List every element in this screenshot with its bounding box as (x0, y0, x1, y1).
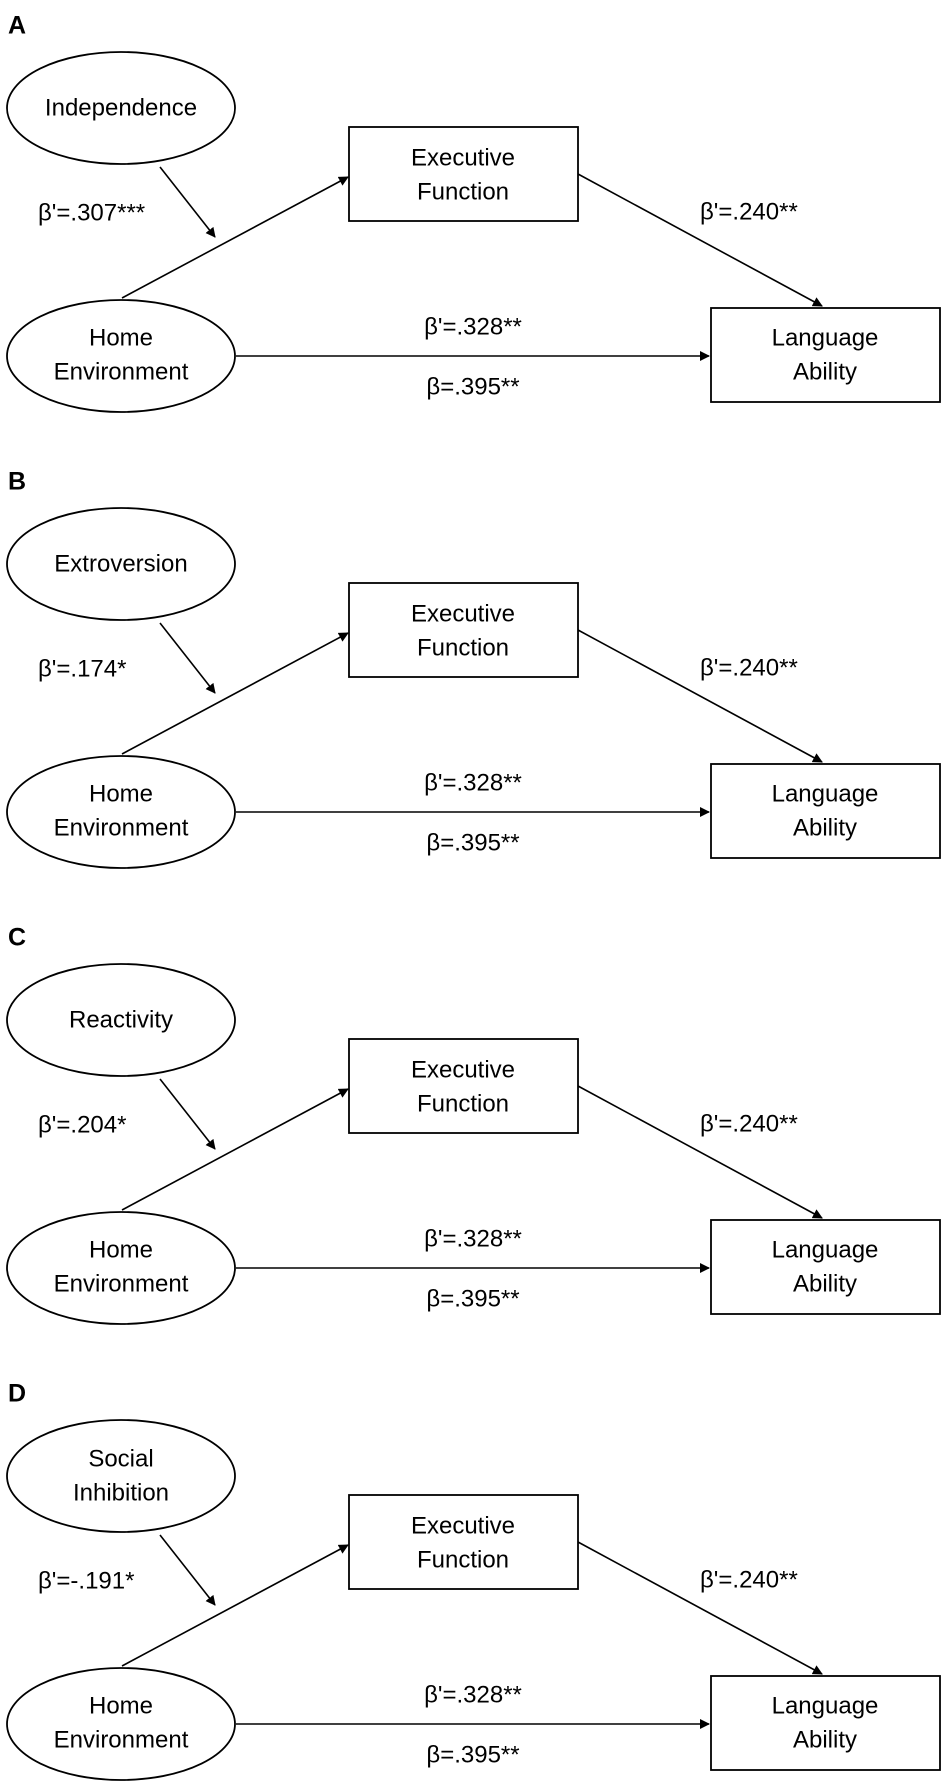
executive-function-label-line-2: Function (417, 1546, 509, 1573)
coef-direct-prime: β'=.328** (424, 313, 522, 340)
moderator-label-line-1: Independence (45, 94, 197, 121)
language-ability-label-line-1: Language (772, 1236, 879, 1263)
home-environment-label-line-2: Environment (54, 358, 189, 385)
home-to-ef-arrow (121, 1544, 349, 1667)
panel-letter: A (8, 12, 26, 40)
executive-function-label-line-2: Function (417, 634, 509, 661)
moderator-label-line-1: Reactivity (69, 1006, 173, 1033)
coef-direct-prime: β'=.328** (424, 1225, 522, 1252)
coef-direct: β=.395** (426, 1285, 519, 1312)
home-to-ef-arrow (121, 176, 349, 299)
home-to-ef-arrow (121, 632, 349, 755)
coef-moderation: β'=.307*** (38, 199, 145, 226)
executive-function-label-line-1: Executive (411, 1512, 515, 1539)
home-environment-ellipse (6, 1667, 236, 1781)
coef-moderation: β'=.174* (38, 655, 126, 682)
panel-a: A IndependenceExecutiveFunctionHomeEnviro… (6, 12, 941, 413)
moderator-label-line-1: Social (88, 1445, 153, 1472)
coef-ef-to-language: β'=.240** (700, 1566, 798, 1593)
coef-direct: β=.395** (426, 829, 519, 856)
executive-function-box (348, 126, 579, 222)
home-environment-label-line-2: Environment (54, 1270, 189, 1297)
home-environment-ellipse (6, 755, 236, 869)
language-ability-box (710, 307, 941, 403)
coef-ef-to-language: β'=.240** (700, 1110, 798, 1137)
language-ability-label-line-1: Language (772, 324, 879, 351)
coef-direct: β=.395** (426, 373, 519, 400)
coef-direct: β=.395** (426, 1741, 519, 1768)
moderator-label-line-1: Extroversion (54, 550, 187, 577)
home-environment-label-line-1: Home (89, 324, 153, 351)
executive-function-label-line-2: Function (417, 178, 509, 205)
language-ability-label-line-2: Ability (793, 1726, 857, 1753)
coef-direct-prime: β'=.328** (424, 769, 522, 796)
ef-to-language-arrow (577, 173, 823, 307)
language-ability-label-line-2: Ability (793, 358, 857, 385)
language-ability-box (710, 1675, 941, 1771)
moderator-label-line-2: Inhibition (73, 1479, 169, 1506)
coef-moderation: β'=-.191* (38, 1567, 134, 1594)
home-environment-label-line-2: Environment (54, 1726, 189, 1753)
moderator-ellipse (6, 51, 236, 165)
executive-function-label-line-1: Executive (411, 600, 515, 627)
home-environment-ellipse (6, 299, 236, 413)
language-ability-label-line-2: Ability (793, 1270, 857, 1297)
home-environment-label-line-1: Home (89, 780, 153, 807)
executive-function-box (348, 1038, 579, 1134)
panel-letter: B (8, 468, 26, 496)
moderation-arrow (159, 1078, 216, 1150)
home-to-ef-arrow (121, 1088, 349, 1211)
coef-ef-to-language: β'=.240** (700, 654, 798, 681)
panel-letter: D (8, 1380, 26, 1408)
executive-function-box (348, 1494, 579, 1590)
ef-to-language-arrow (577, 1085, 823, 1219)
executive-function-label-line-1: Executive (411, 1056, 515, 1083)
moderation-arrow (159, 166, 216, 238)
language-ability-box (710, 1219, 941, 1315)
ef-to-language-arrow (577, 1541, 823, 1675)
coef-ef-to-language: β'=.240** (700, 198, 798, 225)
panel-d: D SocialInhibitionExecutiveFunctionHomeEn… (6, 1380, 941, 1781)
coef-moderation: β'=.204* (38, 1111, 126, 1138)
home-environment-label-line-2: Environment (54, 814, 189, 841)
moderator-ellipse (6, 1419, 236, 1533)
language-ability-label-line-1: Language (772, 780, 879, 807)
moderation-arrow (159, 622, 216, 694)
ef-to-language-arrow (577, 629, 823, 763)
executive-function-label-line-2: Function (417, 1090, 509, 1117)
home-environment-label-line-1: Home (89, 1236, 153, 1263)
executive-function-label-line-1: Executive (411, 144, 515, 171)
coef-direct-prime: β'=.328** (424, 1681, 522, 1708)
executive-function-box (348, 582, 579, 678)
moderator-ellipse (6, 963, 236, 1077)
panel-c: C ReactivityExecutiveFunctionHomeEnvironm… (6, 924, 941, 1325)
language-ability-label-line-2: Ability (793, 814, 857, 841)
moderation-arrow (159, 1534, 216, 1606)
moderator-ellipse (6, 507, 236, 621)
home-environment-ellipse (6, 1211, 236, 1325)
home-environment-label-line-1: Home (89, 1692, 153, 1719)
language-ability-label-line-1: Language (772, 1692, 879, 1719)
language-ability-box (710, 763, 941, 859)
panel-letter: C (8, 924, 26, 952)
panel-b: B ExtroversionExecutiveFunctionHomeEnviro… (6, 468, 941, 869)
